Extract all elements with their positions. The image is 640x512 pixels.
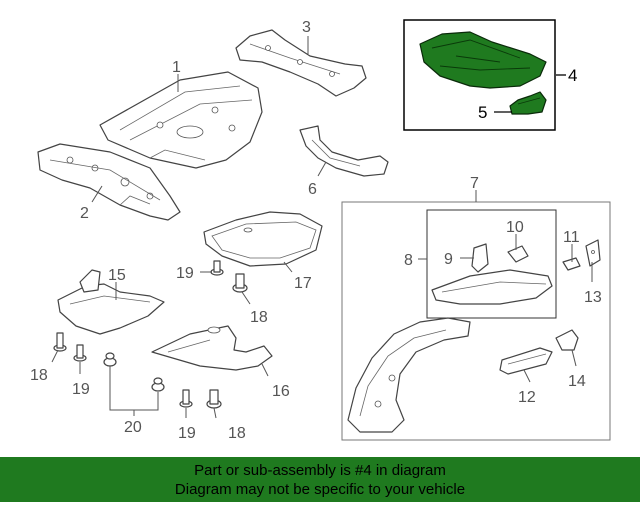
- fastener-18-a[interactable]: [232, 273, 248, 293]
- callout-16: 16: [272, 383, 290, 400]
- callout-7: 7: [470, 175, 479, 192]
- callout-19-b: 19: [72, 381, 90, 398]
- part-6-frame-bracket[interactable]: [299, 125, 389, 177]
- callout-20: 20: [124, 419, 142, 436]
- callout-18-b: 18: [30, 367, 48, 384]
- part-10-bracket[interactable]: [507, 245, 529, 263]
- parts-diagram: 1 2 3 4 5 6 7 8 9 10 11 12 13 14 15 16 1…: [30, 19, 611, 442]
- callout-13: 13: [584, 289, 602, 306]
- part-9-bracket[interactable]: [471, 243, 489, 273]
- part-2-rear-panel[interactable]: [37, 143, 181, 221]
- part-14-bracket[interactable]: [555, 329, 579, 351]
- part-1-rear-floor-panel[interactable]: [99, 71, 263, 169]
- part-7-inner-wheelhouse[interactable]: [347, 317, 471, 433]
- part-4-spare-tire-pan[interactable]: [419, 31, 547, 89]
- fastener-18-b[interactable]: [53, 332, 67, 352]
- callout-11: 11: [563, 229, 580, 246]
- callout-17: 17: [294, 275, 312, 292]
- callout-1: 1: [172, 59, 181, 76]
- info-banner: Part or sub-assembly is #4 in diagram Di…: [0, 457, 640, 502]
- part-8-box: [426, 209, 557, 319]
- callout-18-c: 18: [228, 425, 246, 442]
- part-8-side-rail[interactable]: [431, 269, 553, 305]
- part-4-box: [403, 19, 556, 131]
- part-13-plate[interactable]: [585, 239, 601, 267]
- fastener-19-b[interactable]: [73, 344, 87, 362]
- leader-lines: [51, 36, 593, 419]
- callout-4: 4: [568, 66, 577, 85]
- callout-14: 14: [568, 373, 586, 390]
- callout-15: 15: [108, 267, 126, 284]
- callout-18-a: 18: [250, 309, 268, 326]
- part-5-bracket[interactable]: [509, 91, 547, 115]
- part-16-floor-panel[interactable]: [151, 325, 273, 371]
- fastener-19-c[interactable]: [179, 389, 193, 408]
- callout-19-a: 19: [176, 265, 194, 282]
- callout-5: 5: [478, 103, 487, 122]
- banner-line-1: Part or sub-assembly is #4 in diagram: [194, 462, 446, 479]
- callout-10: 10: [506, 219, 524, 236]
- part-3-crossmember[interactable]: [235, 29, 367, 97]
- fastener-19-a[interactable]: [210, 260, 224, 276]
- callout-2: 2: [80, 205, 89, 222]
- callout-3: 3: [302, 19, 311, 36]
- callout-19-c: 19: [178, 425, 196, 442]
- fastener-20-a[interactable]: [103, 352, 117, 367]
- callout-12: 12: [518, 389, 536, 406]
- part-17-tray[interactable]: [203, 211, 323, 267]
- fastener-20-b[interactable]: [151, 377, 165, 392]
- banner-line-2: Diagram may not be specific to your vehi…: [174, 481, 466, 498]
- part-12-reinforcement[interactable]: [499, 347, 553, 375]
- callout-6: 6: [308, 181, 317, 198]
- callout-8: 8: [404, 252, 413, 269]
- part-15-floor-crossmember[interactable]: [57, 269, 165, 335]
- callout-9: 9: [444, 251, 453, 268]
- fastener-18-c[interactable]: [206, 389, 222, 409]
